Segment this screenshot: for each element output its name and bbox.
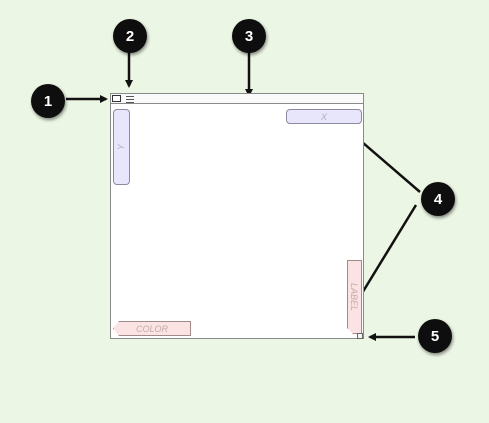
color-shelf[interactable]: COLOR bbox=[113, 321, 191, 336]
callout-2: 2 bbox=[113, 19, 147, 53]
y-shelf[interactable]: Y bbox=[113, 109, 130, 185]
resize-grip-icon[interactable] bbox=[357, 333, 363, 339]
label-shelf-label: LABEL bbox=[349, 282, 360, 312]
callout-3: 3 bbox=[232, 19, 266, 53]
viz-window: X Y COLOR LABEL bbox=[110, 93, 364, 339]
color-shelf-label: COLOR bbox=[135, 323, 168, 334]
y-shelf-label: Y bbox=[116, 143, 127, 151]
x-shelf[interactable]: X bbox=[286, 109, 362, 124]
hamburger-menu-icon[interactable] bbox=[126, 94, 134, 103]
x-shelf-label: X bbox=[320, 111, 327, 122]
title-bar[interactable] bbox=[111, 94, 363, 104]
callout-5: 5 bbox=[418, 319, 452, 353]
window-icon[interactable] bbox=[112, 95, 121, 102]
callout-4: 4 bbox=[421, 182, 455, 216]
label-shelf[interactable]: LABEL bbox=[347, 260, 362, 334]
arrow-4-to-label-shelf bbox=[354, 204, 418, 305]
callout-1: 1 bbox=[31, 84, 65, 118]
